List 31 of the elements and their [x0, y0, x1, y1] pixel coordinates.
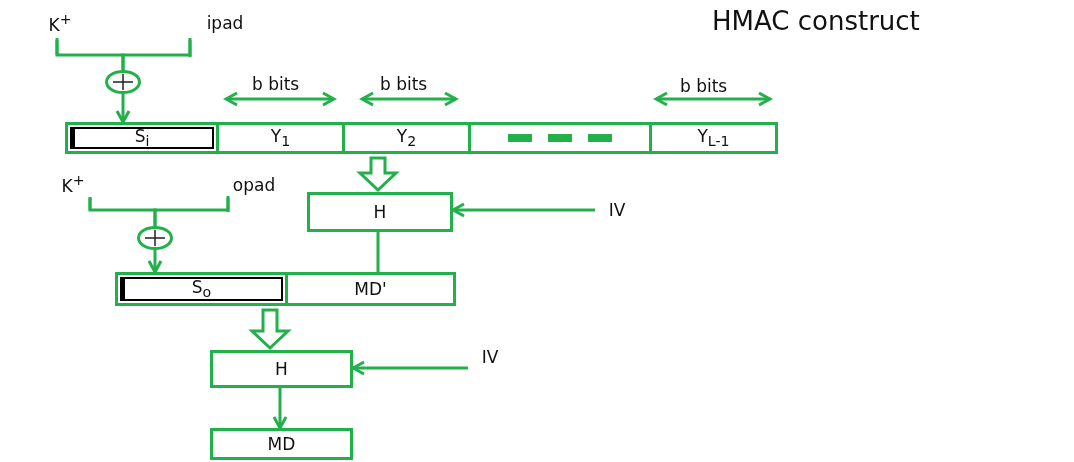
process-box: MD'	[285, 272, 456, 306]
size-label: b bits	[252, 76, 300, 93]
process-box: H	[307, 192, 453, 232]
process-box: Y$_{L-1}$	[649, 122, 778, 154]
connector-line	[121, 38, 192, 70]
process-box: MD	[210, 428, 353, 460]
size-label: b bits	[380, 76, 428, 93]
process-box: H	[210, 350, 353, 388]
input-label: K$^{+}$	[61, 173, 85, 195]
input-label: IV	[608, 201, 626, 219]
process-box: Y$_{1}$	[216, 122, 345, 154]
process-box: Y$_{2}$	[342, 122, 471, 154]
input-label: IV	[481, 348, 499, 366]
ellipsis-block	[468, 122, 652, 154]
input-label: opad	[232, 176, 276, 194]
arrow	[451, 202, 595, 218]
arrow	[351, 360, 468, 376]
xor-circle	[137, 226, 173, 250]
hollow-arrow	[248, 308, 292, 351]
input-label: ipad	[206, 14, 244, 32]
arrow	[272, 388, 288, 430]
key-block: S$_{i}$	[65, 122, 219, 154]
hollow-arrow	[356, 156, 400, 193]
connector-line	[376, 232, 380, 272]
title: HMAC construct	[712, 8, 920, 34]
key-block: S$_{o}$	[115, 272, 288, 306]
xor-circle	[105, 70, 141, 94]
input-label: K$^{+}$	[48, 12, 72, 34]
size-label: b bits	[680, 78, 728, 95]
arrow	[147, 250, 163, 274]
arrow	[115, 94, 131, 124]
